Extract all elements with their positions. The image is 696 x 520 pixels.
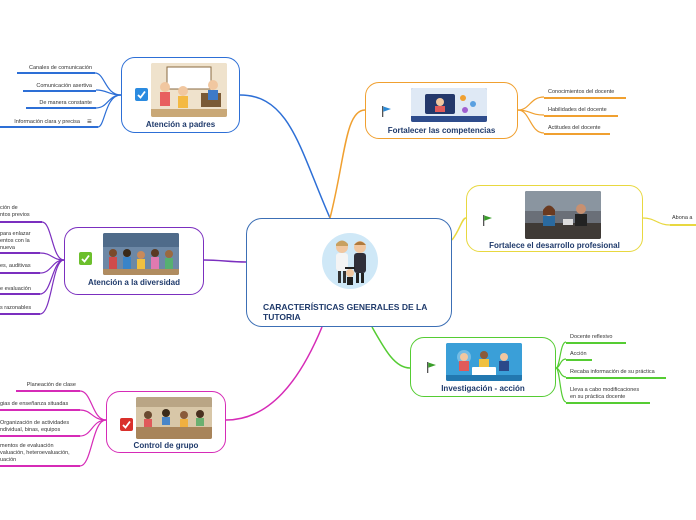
central-topic[interactable]: CARACTERÍSTICAS GENERALES DE LA TUTORIA xyxy=(246,218,452,327)
branch-title: Control de grupo xyxy=(133,441,199,450)
leaf-underline xyxy=(0,409,80,411)
leaf-actitudes-docente[interactable]: Actitudes del docente xyxy=(548,125,601,131)
leaf-estrategias-ensenanza[interactable]: gias de enseñanza situadas xyxy=(0,401,69,407)
branch-title: Fortalece el desarrollo profesional xyxy=(489,241,620,250)
leaf-recaba-informacion[interactable]: Recaba información de su práctica xyxy=(570,369,655,375)
leaf-auditivas[interactable]: es, auditivas xyxy=(0,263,31,269)
branch-investigacion-accion[interactable]: Investigación - acción xyxy=(410,337,556,397)
branch-atencion-diversidad[interactable]: Atención a la diversidad xyxy=(64,227,204,295)
note-icon[interactable]: ≡ xyxy=(87,117,92,126)
flag-blue-icon xyxy=(382,106,391,117)
branch-title: Atención a padres xyxy=(145,120,216,129)
classroom-image xyxy=(136,397,212,439)
leaf-underline xyxy=(0,293,40,295)
branch-title: Fortalecer las competencias xyxy=(387,126,496,135)
leaf-underline xyxy=(17,72,95,74)
branch-atencion-padres[interactable]: Atención a padres xyxy=(121,57,240,133)
leaf-enlazar-conocimientos[interactable]: para enlazar entos con la nueva xyxy=(0,231,31,251)
leaf-underline xyxy=(544,115,618,117)
professional-meeting-image xyxy=(525,191,601,239)
branch-desarrollo-profesional[interactable]: Fortalece el desarrollo profesional xyxy=(466,185,643,252)
leaf-underline xyxy=(566,377,666,379)
research-team-image xyxy=(446,343,522,381)
leaf-underline xyxy=(566,402,650,404)
check-green-icon xyxy=(79,252,92,265)
leaf-underline xyxy=(0,465,80,467)
leaf-underline xyxy=(0,252,40,254)
leaf-underline xyxy=(544,97,626,99)
leaf-underline xyxy=(0,126,98,128)
leaf-underline xyxy=(23,90,96,92)
leaf-manera-constante[interactable]: De manera constante xyxy=(39,100,92,106)
diverse-classroom-image xyxy=(103,233,179,275)
leaf-underline xyxy=(0,221,42,223)
leaf-habilidades-docente[interactable]: Habilidades del docente xyxy=(548,107,607,113)
teachers-graduate-icon xyxy=(322,233,378,289)
leaf-informacion-clara[interactable]: Información clara y precisa xyxy=(14,119,80,125)
leaf-underline xyxy=(544,133,610,135)
parents-meeting-image xyxy=(151,63,227,117)
leaf-instrumentos-evaluacion[interactable]: mentos de evaluación valuación, heteroev… xyxy=(0,443,70,463)
leaf-underline xyxy=(0,272,40,274)
leaf-underline xyxy=(566,359,592,361)
leaf-abona[interactable]: Abona a xyxy=(672,215,693,221)
leaf-underline xyxy=(0,313,40,315)
leaf-lleva-modificaciones[interactable]: Lleva a cabo modificaciones en su prácti… xyxy=(570,387,640,400)
branch-control-grupo[interactable]: Control de grupo xyxy=(106,391,226,453)
leaf-underline xyxy=(566,342,626,344)
flag-green-icon xyxy=(483,215,492,226)
leaf-organizacion-actividades[interactable]: Organización de actividades ndividual, b… xyxy=(0,420,70,433)
branch-title: Investigación - acción xyxy=(441,384,525,393)
leaf-comunicacion-asertiva[interactable]: Comunicación asertiva xyxy=(36,83,92,89)
check-red-icon xyxy=(120,418,133,431)
leaf-conocimientos-docente[interactable]: Conocimientos del docente xyxy=(548,89,615,95)
leaf-conocimientos-previos[interactable]: ción de ntos previos xyxy=(0,205,30,218)
check-blue-icon xyxy=(135,88,148,101)
leaf-accion[interactable]: Acción xyxy=(570,351,587,357)
leaf-razonables[interactable]: s razonables xyxy=(0,305,32,311)
leaf-evaluacion[interactable]: e evaluación xyxy=(0,286,31,292)
flag-green-icon xyxy=(427,362,436,373)
leaf-planeacion-clase[interactable]: Planeación de clase xyxy=(26,382,76,388)
leaf-canales-comunicacion[interactable]: Canales de comunicación xyxy=(29,65,92,71)
leaf-underline xyxy=(16,390,80,392)
online-teacher-image xyxy=(411,88,487,122)
central-title: CARACTERÍSTICAS GENERALES DE LA TUTORIA xyxy=(263,302,428,322)
leaf-underline xyxy=(0,435,80,437)
leaf-underline xyxy=(26,107,96,109)
branch-title: Atención a la diversidad xyxy=(87,278,181,287)
leaf-underline xyxy=(670,224,696,226)
branch-fortalecer-competencias[interactable]: Fortalecer las competencias xyxy=(365,82,518,139)
leaf-docente-reflexivo[interactable]: Docente reflexivo xyxy=(570,334,613,340)
